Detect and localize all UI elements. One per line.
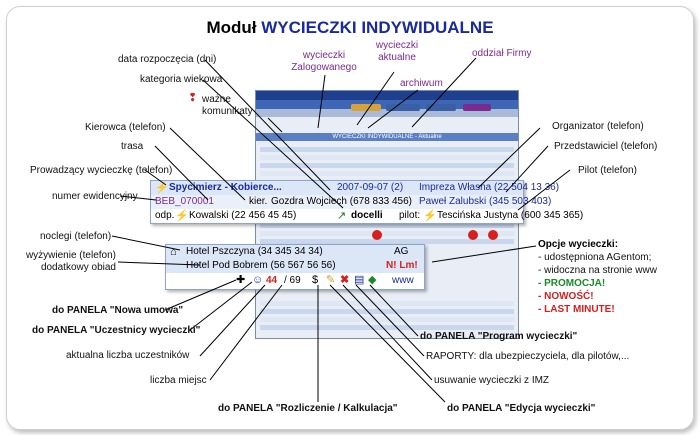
label-leader: Prowadzący wycieczkę (telefon) <box>30 165 173 176</box>
option-item: - LAST MINUTE! <box>538 304 615 315</box>
list-header <box>256 133 518 141</box>
options-header: Opcje wycieczki: <box>538 239 619 250</box>
trip-representative: Paweł Zalubski (345 503 403) <box>419 196 552 207</box>
trip-record-no: BEB_070001 <box>155 196 214 207</box>
delete-icon[interactable]: ✖ <box>340 274 350 286</box>
route-badge: docelli <box>351 210 383 221</box>
table-row[interactable] <box>260 309 514 314</box>
reports-icon[interactable]: ▤ <box>354 274 365 286</box>
new-contract-icon[interactable]: ✚ <box>236 274 246 286</box>
pilot-label: pilot: <box>399 210 421 221</box>
logged-trips-tab[interactable] <box>351 104 381 111</box>
current-trips-tab[interactable] <box>386 104 420 111</box>
options-legend: Opcje wycieczki: - udostępniona AGentom;… <box>538 238 657 316</box>
meal-row <box>166 259 424 273</box>
title-accent: WYCIECZKI INDYWIDUALNE <box>261 18 494 37</box>
label-important-comms: ważne komunikaty <box>202 94 253 117</box>
lightning-icon: ⚡ <box>155 182 169 194</box>
lightning-icon: ⚡ <box>423 210 437 222</box>
edit-icon[interactable]: ✎ <box>326 274 336 286</box>
option-item: - NOWOŚĆ! <box>538 291 594 302</box>
trip-leader: Kowalski (22 456 45 45) <box>189 210 297 221</box>
new-lastminute-badge: N! Lm! <box>386 260 418 271</box>
label-delete-trip: usuwanie wycieczki z IMZ <box>434 375 550 386</box>
settlement-icon[interactable]: $ <box>312 274 319 286</box>
label-organizer: Organizator (telefon) <box>552 121 644 132</box>
label-participants-panel: do PANELA "Uczestnicy wycieczki" <box>32 325 201 336</box>
label-route: trasa <box>121 141 144 152</box>
branch-tab[interactable] <box>463 104 491 111</box>
participant-count: 44 <box>266 275 278 286</box>
label-meal: wyżywienie (telefon) dodatkowy obiad <box>25 250 116 273</box>
label-branch: oddział Firmy <box>472 48 532 59</box>
label-record-no: numer ewidencyjny <box>52 191 138 202</box>
hotel-lodging: Hotel Pszczyna (34 345 34 34) <box>186 246 323 257</box>
label-new-contract: do PANELA "Nowa umowa" <box>52 305 184 316</box>
trip-pilot: Tescińska Justyna (600 345 365) <box>437 210 584 221</box>
hotel-meal: Hotel Pod Bobrem (56 567 56 56) <box>186 260 336 271</box>
label-program-panel: do PANELA "Program wycieczki" <box>420 331 578 342</box>
trip-organizer: Impreza Własna (22 504 13 36) <box>419 182 560 193</box>
label-driver: Kierowca (telefon) <box>85 122 166 133</box>
label-settlement-panel: do PANELA "Rozliczenie / Kalkulacja" <box>218 403 398 414</box>
participants-icon[interactable]: ☺ <box>252 274 264 286</box>
label-lodging: noclegi (telefon) <box>40 231 112 242</box>
table-row[interactable] <box>260 155 514 160</box>
table-row[interactable] <box>260 231 514 236</box>
trip-row-bottom <box>151 209 523 223</box>
hotels-zoom: ⌂ Hotel Pszczyna (34 345 34 34) Hotel Po… <box>165 244 425 290</box>
window-titlebar <box>256 91 518 100</box>
label-current-trips: wycieczki aktualne <box>375 40 419 63</box>
lightning-icon: ⚡ <box>175 210 189 222</box>
option-item: - udostępniona AGentom; <box>538 252 652 263</box>
option-dot-icon <box>468 230 478 240</box>
leader-label: odp. <box>155 210 175 221</box>
title-prefix: Moduł <box>206 18 262 37</box>
trip-row-zoom: ⚡ Spycimierz - Kobierce... 2007-09-07 (2… <box>150 180 583 224</box>
label-logged-trips: wycieczki Zalogowanego <box>291 50 357 73</box>
route-icon: ↗ <box>337 210 347 222</box>
page-title: Moduł WYCIECZKI INDYWIDUALNE <box>0 18 700 38</box>
archive-tab[interactable] <box>426 104 456 111</box>
label-start-date: data rozpoczęcia (dni) <box>118 54 217 65</box>
warning-icon: ❢ <box>188 92 198 104</box>
trip-driver: Gozdra Wojciech (678 833 456) <box>271 196 413 207</box>
label-representative: Przedstawiciel (telefon) <box>554 141 658 152</box>
table-row[interactable] <box>260 163 514 168</box>
label-seats: liczba miejsc <box>150 375 207 386</box>
program-icon[interactable]: ◆ <box>368 274 377 286</box>
seat-count: / 69 <box>284 275 301 286</box>
label-pilot: Pilot (telefon) <box>578 165 637 176</box>
agent-badge: AG <box>394 246 409 257</box>
trip-date: 2007-09-07 (2) <box>337 182 404 193</box>
table-row[interactable] <box>260 317 514 322</box>
table-row[interactable] <box>260 147 514 152</box>
option-dot-icon <box>372 230 382 240</box>
list-title: WYCIECZKI INDYWIDUALNE - Aktualne <box>332 134 442 140</box>
table-row[interactable] <box>260 239 514 244</box>
table-row[interactable] <box>260 223 514 228</box>
option-item: - PROMOCJA! <box>538 278 606 289</box>
table-row[interactable] <box>260 325 514 330</box>
hotel-row <box>166 245 424 259</box>
option-item: - widoczna na stronie www <box>538 265 657 276</box>
table-row[interactable] <box>260 301 514 306</box>
label-reports: RAPORTY: dla ubezpieczyciela, dla pilotó… <box>426 351 630 362</box>
driver-label: kier. <box>249 196 268 207</box>
trip-name[interactable]: Spycimierz - Kobierce... <box>169 182 282 193</box>
label-archive: archiwum <box>400 78 443 89</box>
label-age-category: kategoria wiekowa <box>140 74 223 85</box>
label-edit-panel: do PANELA "Edycja wycieczki" <box>447 403 596 414</box>
www-badge: www <box>392 275 414 286</box>
label-current-count: aktualna liczba uczestników <box>66 350 190 361</box>
table-row[interactable] <box>260 171 514 176</box>
option-dot-icon <box>488 230 498 240</box>
house-icon: ⌂ <box>170 246 177 258</box>
